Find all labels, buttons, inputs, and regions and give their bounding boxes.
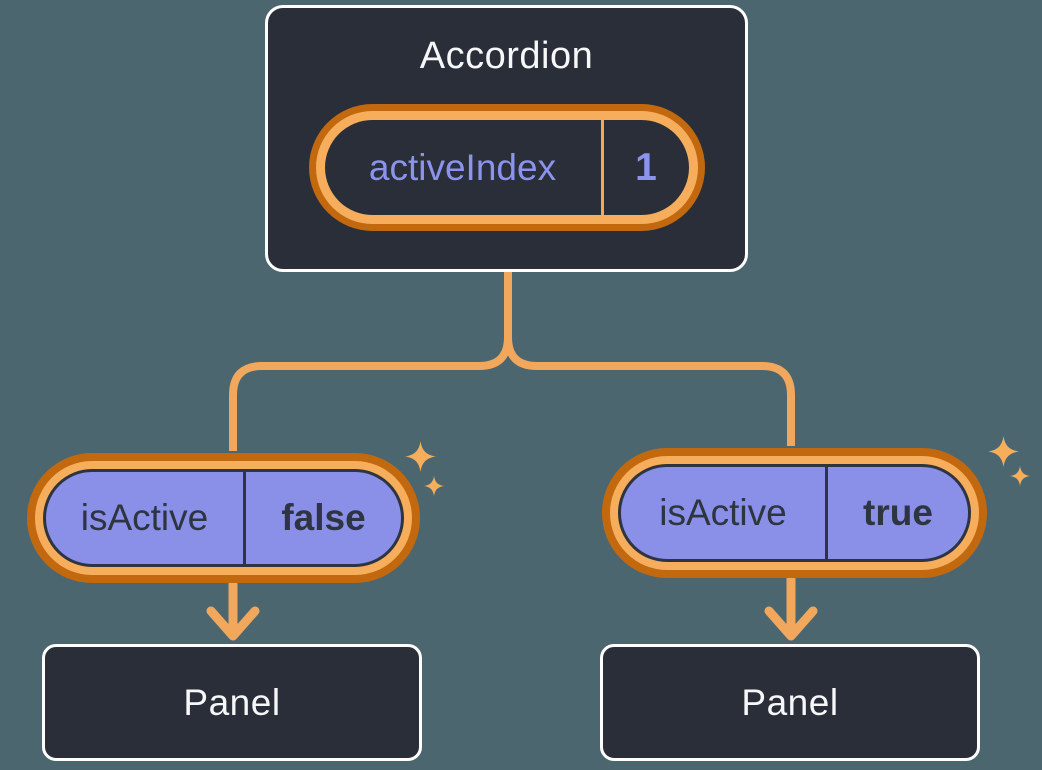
connector-left-branch — [229, 271, 512, 451]
accordion-node: Accordion activeIndex 1 — [265, 5, 748, 272]
panel-node-left: Panel — [42, 644, 422, 761]
state-pill-label: activeIndex — [368, 146, 557, 188]
arrow-down-icon — [206, 579, 260, 641]
connector-right-branch — [504, 271, 795, 446]
pill-divider — [243, 472, 246, 564]
prop-pill-left: isActive false — [27, 453, 420, 583]
prop-pill-value: false — [281, 497, 366, 538]
sparkle-icon — [405, 441, 436, 472]
prop-pill-value: true — [863, 492, 933, 533]
arrow-down-icon — [764, 573, 818, 641]
pill-divider — [600, 120, 604, 215]
prop-pill-label: isActive — [659, 492, 787, 533]
state-pill-value: 1 — [635, 145, 657, 189]
sparkle-icon — [1010, 466, 1030, 486]
prop-pill-label: isActive — [80, 497, 209, 538]
sparkle-icon — [988, 436, 1019, 467]
state-pill: activeIndex 1 — [308, 104, 705, 231]
accordion-title: Accordion — [419, 35, 594, 77]
sparkle-icon — [424, 476, 444, 496]
panel-node-right: Panel — [600, 644, 980, 761]
prop-pill-right: isActive true — [602, 448, 987, 578]
pill-divider — [825, 467, 828, 559]
